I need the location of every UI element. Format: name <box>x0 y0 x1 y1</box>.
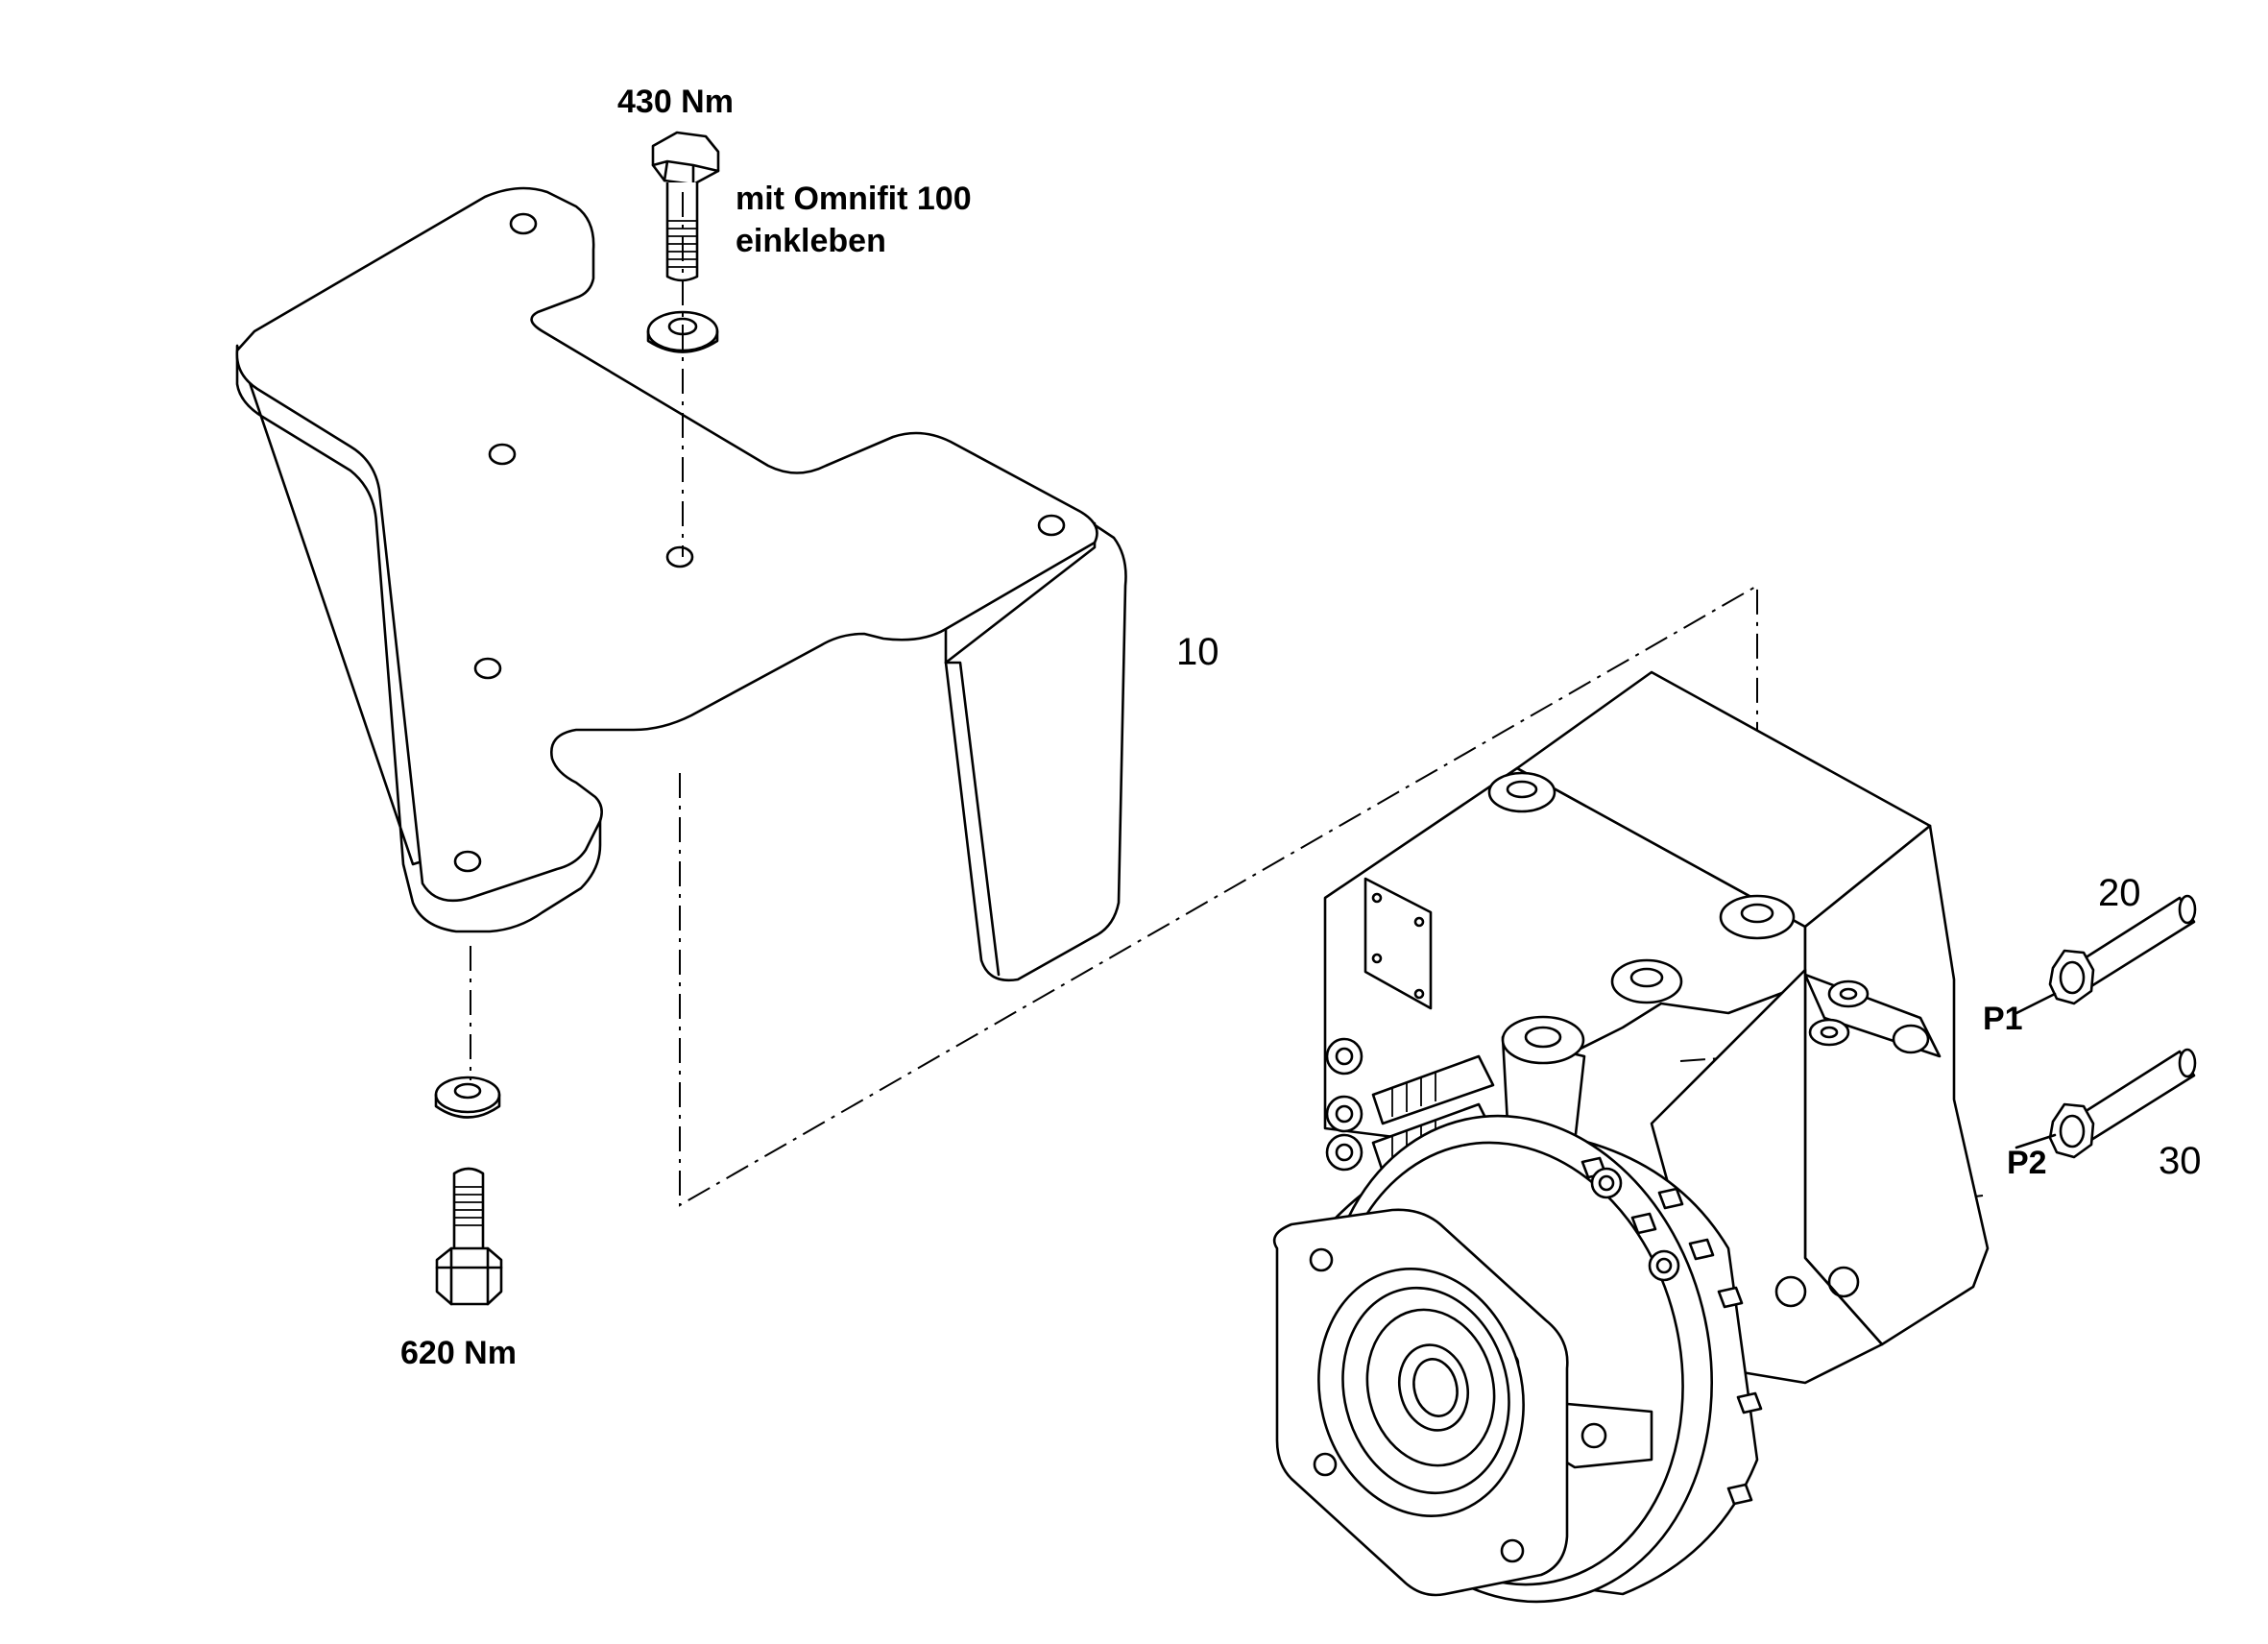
fitting-30-item-number: 30 <box>2159 1140 2202 1182</box>
fitting-leader-lines <box>2015 992 2057 1149</box>
fitting-20 <box>2048 894 2197 1005</box>
top-boss-1 <box>1487 771 1556 813</box>
top-bolt-torque-label: 430 Nm <box>617 84 734 120</box>
top-hex-bolt <box>651 131 720 282</box>
hydraulic-pump <box>1272 670 1990 1604</box>
bottom-hex-bolt <box>435 1167 503 1306</box>
bottom-bolt-torque-label: 620 Nm <box>400 1335 517 1371</box>
bracket-item-number: 10 <box>1176 631 1219 673</box>
top-boss-3 <box>1610 958 1683 1004</box>
port-p1-label: P1 <box>1983 1001 2023 1037</box>
top-bolt-note-line1: mit Omnifit 100 <box>736 181 972 217</box>
top-boss-2 <box>1719 894 1796 940</box>
drum-bolts <box>1580 1156 1763 1506</box>
mounting-bracket <box>235 186 1127 982</box>
fitting-20-item-number: 20 <box>2098 872 2141 914</box>
top-bolt-note-line2: einkleben <box>736 223 886 259</box>
bottom-washer <box>434 1076 501 1119</box>
fitting-30 <box>2048 1048 2197 1159</box>
right-side-fittings <box>1774 973 1942 1308</box>
port-p2-label: P2 <box>2007 1145 2047 1181</box>
